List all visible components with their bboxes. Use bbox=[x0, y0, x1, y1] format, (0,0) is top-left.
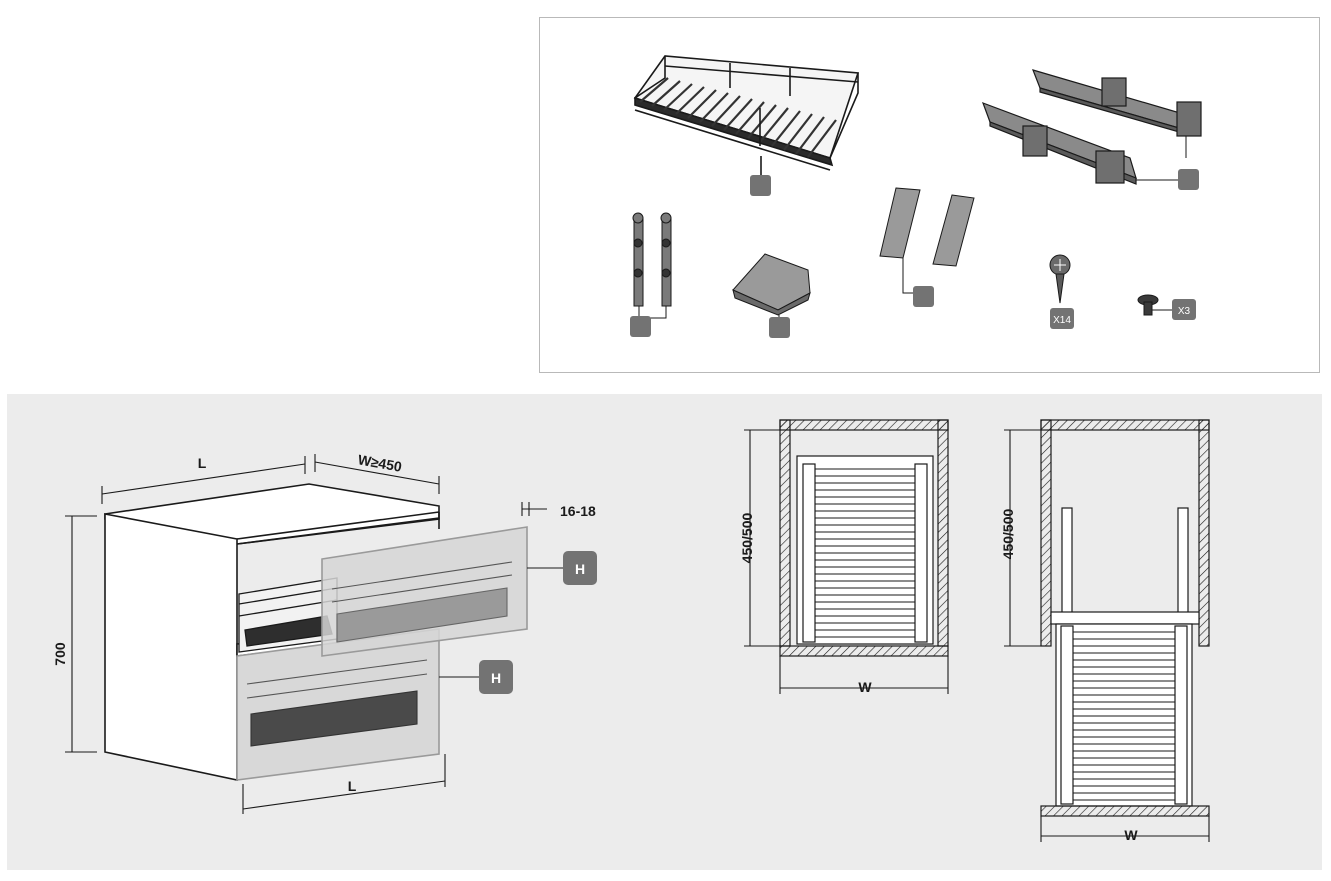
screw-qty-label: X14 bbox=[1053, 315, 1071, 326]
basket-callout bbox=[750, 175, 771, 196]
depth-label-open: 450/500 bbox=[1000, 508, 1016, 559]
iso-dimension-lines bbox=[65, 454, 563, 814]
bolt-qty-badge bbox=[1172, 299, 1196, 320]
rails-part bbox=[879, 187, 975, 294]
length-label-top: L bbox=[198, 455, 207, 471]
locking-clips-part bbox=[632, 212, 672, 319]
width-min-label: W≥450 bbox=[357, 451, 404, 474]
width-label-closed: W bbox=[858, 679, 872, 695]
installation-panel: L W≥450 16-18 700 L H H bbox=[7, 394, 1322, 870]
top-view-open bbox=[1040, 419, 1210, 817]
cabinet-isometric bbox=[104, 483, 528, 781]
stopper-callout bbox=[769, 317, 790, 338]
height-marker-bottom bbox=[479, 660, 513, 694]
bolt-part bbox=[1137, 294, 1172, 316]
wedge-stopper-part bbox=[732, 253, 811, 318]
height-marker-top-label: H bbox=[575, 561, 585, 577]
screw-qty-badge bbox=[1050, 308, 1074, 329]
height-marker-top bbox=[563, 551, 597, 585]
clips-callout bbox=[630, 316, 651, 337]
slides-callout bbox=[1178, 169, 1199, 190]
cabinet-height-label: 700 bbox=[52, 642, 68, 666]
height-marker-bottom-label: H bbox=[491, 670, 501, 686]
top-view-closed bbox=[779, 419, 949, 657]
front-thickness-label: 16-18 bbox=[560, 503, 596, 519]
width-label-open: W bbox=[1124, 827, 1138, 843]
wire-basket-part bbox=[633, 55, 860, 178]
rails-callout bbox=[913, 286, 934, 307]
screw-part bbox=[1049, 254, 1071, 304]
top-view-open-dimensions bbox=[1004, 429, 1210, 842]
depth-label-closed: 450/500 bbox=[739, 512, 755, 563]
bolt-qty-label: X3 bbox=[1178, 306, 1191, 317]
top-view-closed-dimensions bbox=[744, 429, 949, 694]
length-label-bottom: L bbox=[348, 778, 357, 794]
runner-slides-part bbox=[981, 69, 1202, 185]
parts-panel: X14 X3 bbox=[539, 17, 1320, 373]
